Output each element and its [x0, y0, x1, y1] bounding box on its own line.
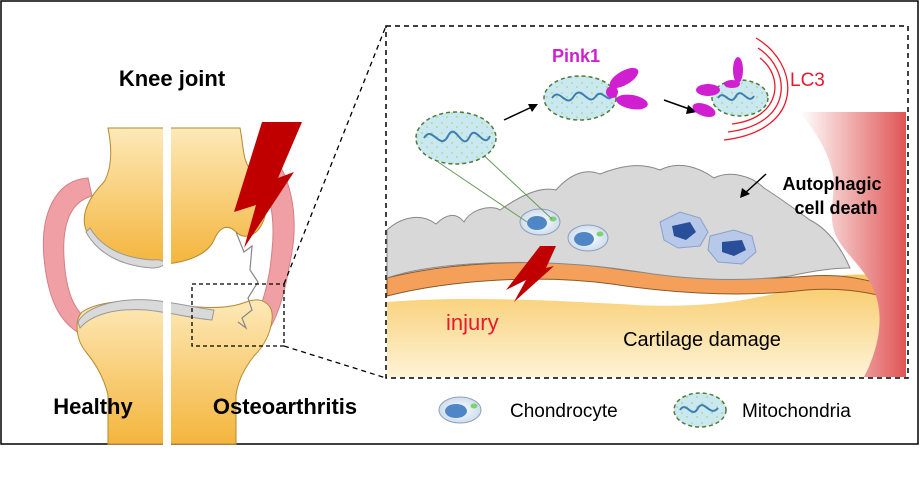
synovial-wall: [800, 112, 906, 377]
legend-mitochondria-icon: [673, 392, 727, 428]
pink1-protein: [606, 67, 648, 110]
lc3-membrane-outer: [723, 37, 789, 141]
legend: [438, 392, 727, 428]
arrow-1-head: [528, 104, 538, 112]
half-divider: [163, 120, 171, 445]
mitochondrion-healthy: [415, 111, 497, 165]
knee-title: Knee joint: [119, 66, 226, 91]
dead-cell-1: [659, 211, 709, 249]
cartilage-damage-label: Cartilage damage: [623, 329, 781, 351]
damaged-cartilage-edge: [235, 231, 259, 330]
tibia-cartilage: [77, 299, 215, 329]
autophagic-label-line1: Autophagic: [783, 174, 882, 194]
injury-bolt-large: [234, 122, 302, 248]
arrow-2-head: [686, 105, 697, 114]
lc3-membrane-middle: [727, 47, 782, 133]
legend-mitochondria-label: Mitochondria: [742, 401, 851, 422]
inset-marker-box: [191, 283, 285, 347]
arrow-3-head: [740, 188, 750, 198]
injury-bolt-small: [506, 246, 556, 302]
arrow-1: [503, 105, 535, 121]
injury-label: injury: [446, 310, 499, 335]
legend-chondrocyte-label: Chondrocyte: [510, 401, 618, 422]
zoom-line-top: [283, 25, 387, 285]
subchondral-bone: [387, 274, 906, 377]
process-panel: [385, 25, 909, 379]
dead-cell-2: [707, 229, 757, 265]
callout-line-2: [477, 149, 553, 220]
knee-joint-illustration: [42, 25, 387, 445]
chondrocyte-2: [567, 224, 609, 252]
pink1-label: Pink1: [552, 46, 600, 66]
pink1-protein-bound: [692, 57, 743, 117]
mitochondrion-pink1: [543, 75, 617, 121]
label-osteoarthritis: Osteoarthritis: [213, 394, 357, 419]
legend-chondrocyte-icon: [438, 396, 482, 424]
autophagic-label-line2: cell death: [794, 198, 877, 218]
lc3-label: LC3: [790, 70, 825, 91]
arrow-3: [743, 173, 767, 195]
label-healthy: Healthy: [53, 394, 133, 419]
lc3-membrane-inner: [731, 57, 776, 125]
callout-line-1: [437, 161, 528, 223]
mitochondrion-mitophagy: [711, 79, 769, 117]
chondrocyte-1: [519, 208, 561, 236]
